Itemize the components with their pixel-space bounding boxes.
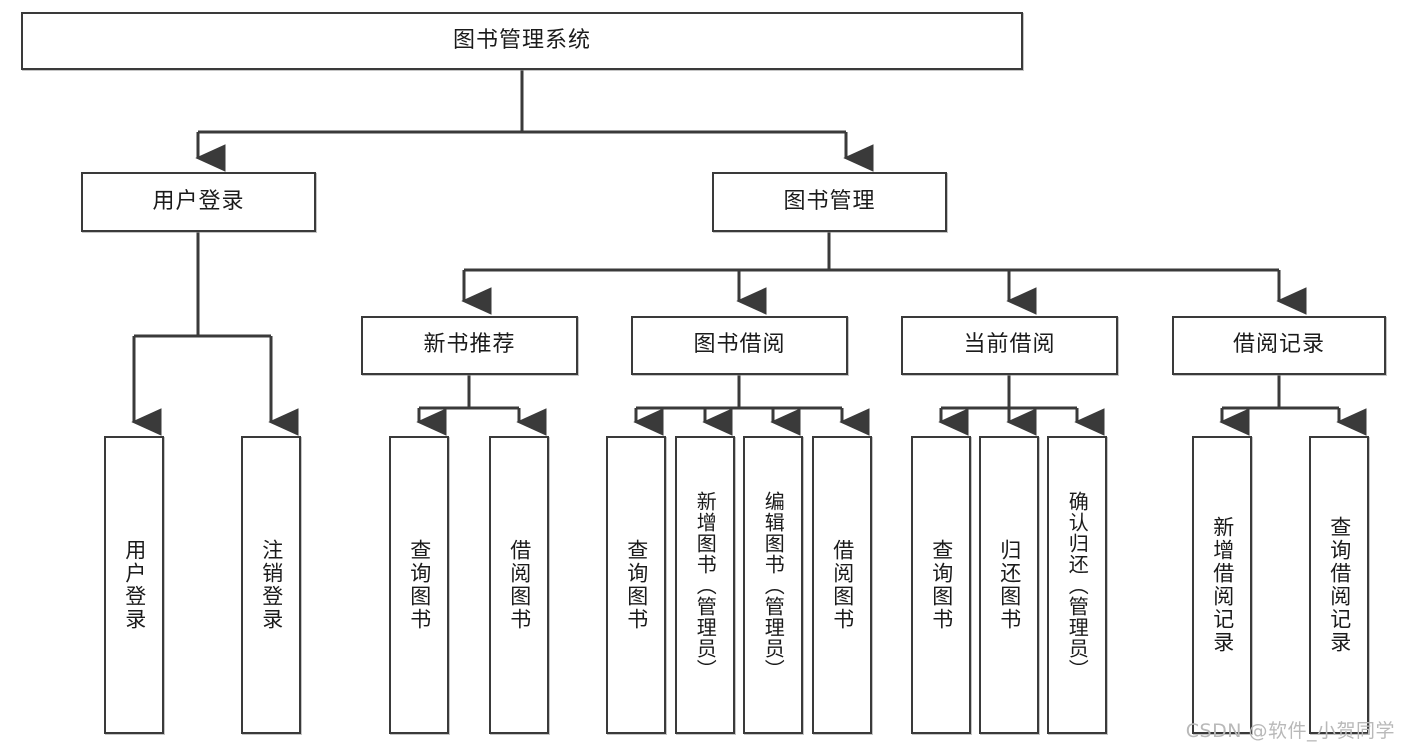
leaf-recommend-borrow-book[interactable]: 借阅图书	[489, 436, 549, 734]
leaf-current-confirm-return-admin[interactable]: 确认归还（管理员）	[1047, 436, 1107, 734]
leaf-label: 新增图书（管理员）	[693, 490, 718, 680]
node-label: 用户登录	[152, 188, 245, 214]
leaf-label: 查询借阅记录	[1327, 516, 1352, 654]
leaf-label: 借阅图书	[830, 539, 855, 631]
leaf-borrow-add-book-admin[interactable]: 新增图书（管理员）	[675, 436, 735, 734]
node-label: 当前借阅	[963, 332, 1056, 358]
node-book-management[interactable]: 图书管理	[712, 172, 947, 232]
leaf-recommend-query-book[interactable]: 查询图书	[389, 436, 449, 734]
leaf-user-login-logout[interactable]: 注销登录	[241, 436, 301, 734]
leaf-label: 确认归还（管理员）	[1065, 490, 1090, 680]
leaf-label: 查询图书	[624, 539, 649, 631]
leaf-label: 编辑图书（管理员）	[761, 490, 786, 680]
leaf-records-add-record[interactable]: 新增借阅记录	[1192, 436, 1252, 734]
leaf-label: 用户登录	[122, 539, 147, 631]
node-current-borrow[interactable]: 当前借阅	[901, 316, 1118, 375]
leaf-label: 新增借阅记录	[1210, 516, 1235, 654]
leaf-label: 查询图书	[407, 539, 432, 631]
leaf-borrow-query-book[interactable]: 查询图书	[606, 436, 666, 734]
node-label: 图书管理系统	[452, 27, 591, 53]
leaf-current-return-book[interactable]: 归还图书	[979, 436, 1039, 734]
leaf-label: 借阅图书	[507, 539, 532, 631]
node-label: 借阅记录	[1232, 332, 1325, 358]
node-label: 图书管理	[783, 188, 876, 214]
leaf-user-login-login[interactable]: 用户登录	[104, 436, 164, 734]
leaf-records-query-record[interactable]: 查询借阅记录	[1309, 436, 1369, 734]
leaf-label: 查询图书	[929, 539, 954, 631]
leaf-label: 归还图书	[997, 539, 1022, 631]
node-new-book-recommend[interactable]: 新书推荐	[361, 316, 578, 375]
node-root-system[interactable]: 图书管理系统	[21, 12, 1023, 70]
node-label: 图书借阅	[693, 332, 786, 358]
watermark-text: CSDN @软件_小贺同学	[1185, 720, 1395, 742]
node-user-login[interactable]: 用户登录	[81, 172, 316, 232]
leaf-current-query-book[interactable]: 查询图书	[911, 436, 971, 734]
leaf-label: 注销登录	[259, 539, 284, 631]
node-book-borrow[interactable]: 图书借阅	[631, 316, 848, 375]
node-label: 新书推荐	[423, 332, 516, 358]
leaf-borrow-edit-book-admin[interactable]: 编辑图书（管理员）	[743, 436, 803, 734]
leaf-borrow-borrow-book[interactable]: 借阅图书	[812, 436, 872, 734]
node-borrow-records[interactable]: 借阅记录	[1172, 316, 1386, 375]
